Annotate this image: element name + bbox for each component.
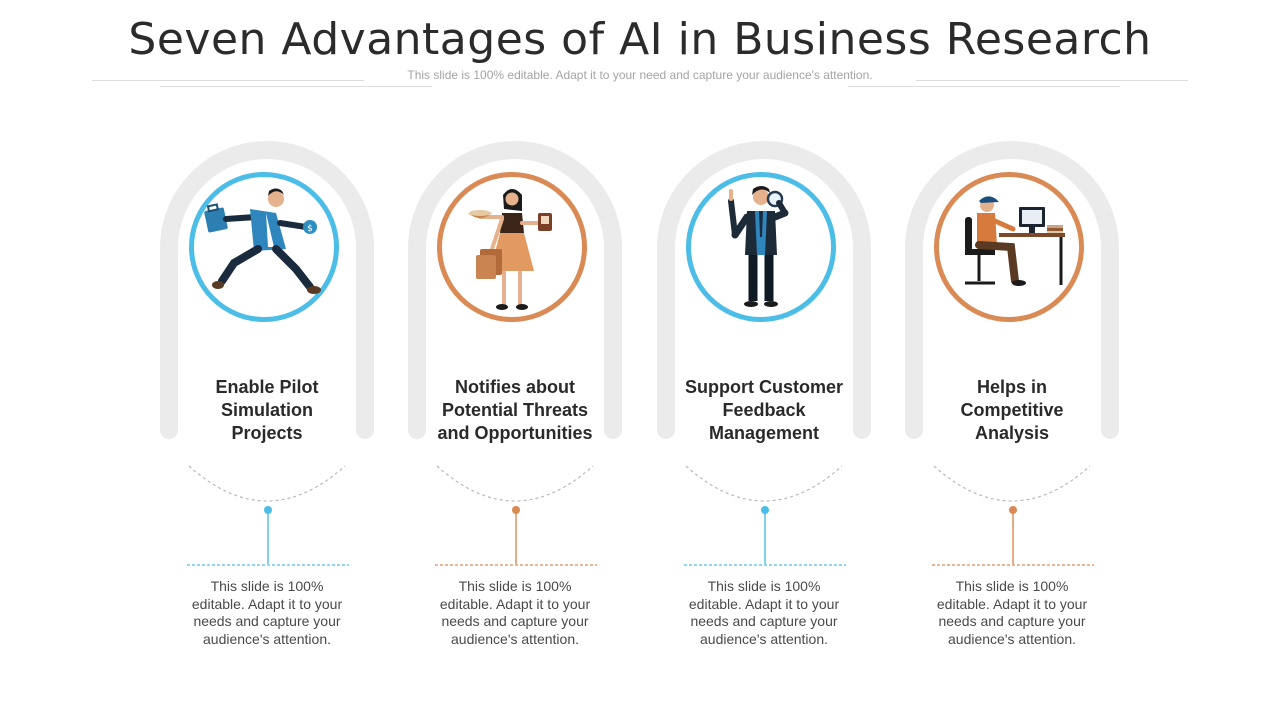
svg-text:$: $ — [307, 224, 313, 234]
illustration-circle — [437, 172, 587, 322]
connector — [684, 465, 846, 566]
arch-frame — [905, 141, 1119, 439]
arch-frame — [657, 141, 871, 439]
advantage-card-1: $ Enable Pilot Simulation Projects This … — [159, 140, 379, 660]
card-description: This slide is 100% editable. Adapt it to… — [191, 578, 343, 647]
advantage-card-4: Helps in Competitive Analysis This slide… — [904, 140, 1124, 660]
slide-title: Seven Advantages of AI in Business Resea… — [128, 14, 1152, 65]
title-rule-right — [916, 80, 1188, 81]
magnifier-businessman-icon — [728, 186, 789, 307]
card-title: Notifies about Potential Threats and Opp… — [437, 377, 593, 443]
connector — [932, 465, 1094, 566]
advantage-card-3: Support Customer Feedback Management Thi… — [656, 140, 876, 660]
running-businessman-icon: $ — [204, 188, 321, 294]
card-title: Support Customer Feedback Management — [684, 377, 843, 443]
illustration-circle — [934, 172, 1084, 322]
card-title: Helps in Competitive Analysis — [960, 377, 1064, 443]
connector — [187, 465, 349, 566]
multitasking-woman-icon — [468, 189, 552, 310]
illustration-circle — [686, 172, 836, 322]
arch-frame — [160, 141, 374, 439]
card-description: This slide is 100% editable. Adapt it to… — [439, 578, 591, 647]
card-title: Enable Pilot Simulation Projects — [215, 377, 319, 443]
advantage-card-2: Notifies about Potential Threats and Opp… — [407, 140, 627, 660]
desk-worker-icon — [965, 196, 1065, 286]
illustration-circle: $ — [189, 172, 339, 322]
card-description: This slide is 100% editable. Adapt it to… — [688, 578, 840, 647]
title-rule-right-lower — [848, 86, 1120, 87]
card-description: This slide is 100% editable. Adapt it to… — [936, 578, 1088, 647]
title-rule-left — [92, 80, 364, 81]
connector — [435, 465, 597, 566]
title-rule-left-lower — [160, 86, 432, 87]
slide-subtitle: This slide is 100% editable. Adapt it to… — [407, 68, 873, 82]
arch-frame — [408, 141, 622, 439]
